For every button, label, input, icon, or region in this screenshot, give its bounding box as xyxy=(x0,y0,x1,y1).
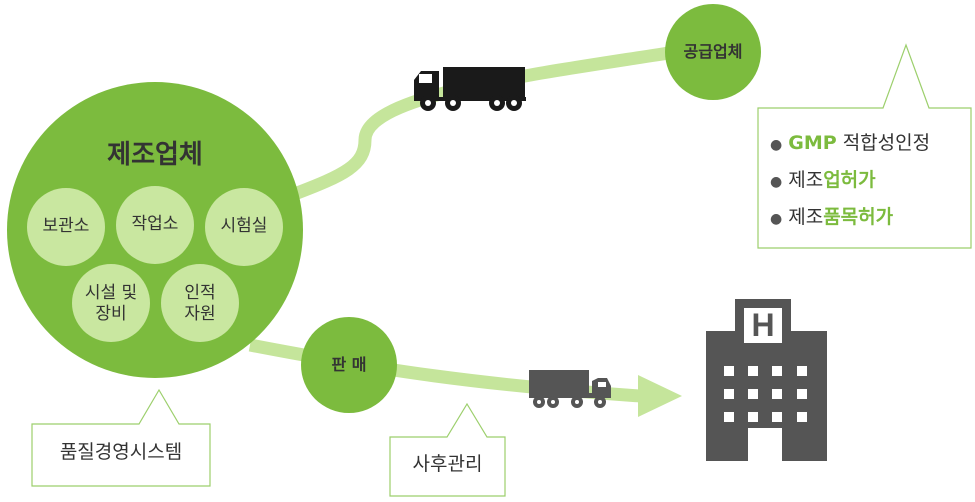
facility-lab-circle xyxy=(205,188,283,266)
sales-circle xyxy=(301,317,397,413)
manufacturer-title: 제조업체 xyxy=(107,140,203,170)
hospital-letter: H xyxy=(751,307,774,343)
facility-personnel-circle xyxy=(161,264,239,342)
condition-item: ●GMP 적합성인정 xyxy=(770,128,930,165)
bullet-icon: ● xyxy=(770,137,783,153)
condition-item: ●제조품목허가 xyxy=(770,202,930,239)
bullet-icon: ● xyxy=(770,174,783,190)
supplier-conditions-list: ●GMP 적합성인정 ●제조업허가 ●제조품목허가 xyxy=(770,128,930,239)
sales-flow-arrowhead xyxy=(638,375,682,417)
conditions-callout-box xyxy=(757,43,972,249)
facility-workshop-circle xyxy=(116,186,194,264)
bullet-icon: ● xyxy=(770,211,783,227)
facility-lab-label: 시험실 xyxy=(220,216,268,236)
facility-storage-label: 보관소 xyxy=(42,216,90,236)
facility-storage-circle xyxy=(27,188,105,266)
supplier-label: 공급업체 xyxy=(683,42,743,61)
sales-label: 판 매 xyxy=(331,355,367,374)
condition-item: ●제조업허가 xyxy=(770,165,930,202)
facility-personnel-label: 인적 자원 xyxy=(184,283,216,325)
quality-system-label: 품질경영시스템 xyxy=(59,441,183,463)
hospital-icon: H xyxy=(706,299,827,461)
after-service-callout-box xyxy=(389,402,506,497)
facility-equipment-circle xyxy=(72,264,150,342)
truck-icon xyxy=(414,67,526,111)
after-service-label: 사후관리 xyxy=(412,453,483,475)
quality-system-callout-box xyxy=(31,388,211,487)
delivery-truck-icon xyxy=(529,370,611,408)
facility-equipment-label: 시설 및 장비 xyxy=(84,283,138,325)
supplier-circle xyxy=(665,4,761,100)
supply-flow-path xyxy=(285,45,682,202)
facility-workshop-label: 작업소 xyxy=(131,214,179,234)
